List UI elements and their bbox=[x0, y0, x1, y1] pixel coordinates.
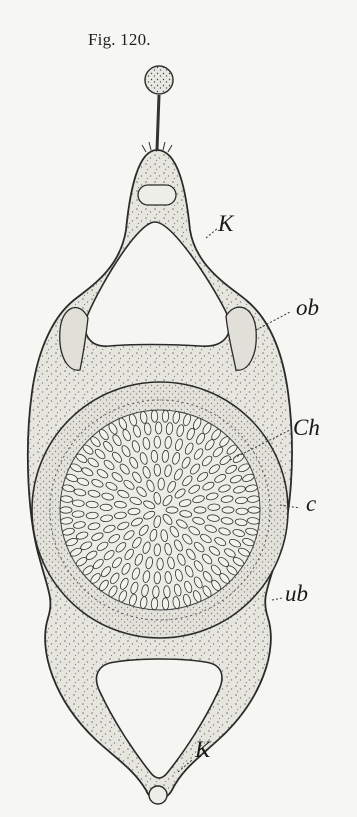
radial-cell bbox=[236, 508, 248, 515]
leader-k-top bbox=[206, 228, 218, 238]
radial-cell bbox=[194, 507, 206, 513]
radial-cell bbox=[154, 572, 161, 584]
label-k-lower: K bbox=[195, 738, 210, 761]
apical-vesicle bbox=[138, 185, 176, 205]
label-ob: ob bbox=[296, 296, 319, 319]
radial-cell bbox=[100, 504, 112, 511]
leader-ub bbox=[272, 598, 282, 600]
label-k-upper: K bbox=[218, 212, 233, 235]
label-c: c bbox=[306, 492, 316, 515]
radial-cell bbox=[155, 422, 162, 434]
radial-cell bbox=[222, 507, 234, 513]
label-ch: Ch bbox=[293, 416, 320, 439]
label-ub: ub bbox=[285, 582, 308, 605]
apical-knob bbox=[145, 66, 173, 150]
radial-cell bbox=[157, 558, 163, 570]
radial-cell bbox=[248, 507, 260, 513]
radial-cell bbox=[162, 598, 169, 610]
upper-cavity bbox=[85, 222, 229, 346]
radial-cell bbox=[128, 508, 140, 515]
radial-cell bbox=[151, 410, 158, 422]
radial-cell bbox=[208, 504, 220, 511]
radial-cell bbox=[60, 507, 72, 513]
radial-cell bbox=[151, 598, 158, 610]
radial-cell bbox=[154, 436, 161, 448]
radial-cell bbox=[152, 586, 159, 598]
radial-cell bbox=[72, 511, 84, 518]
radial-cell bbox=[162, 410, 169, 422]
radial-cell bbox=[158, 478, 165, 490]
basal-nucleus bbox=[149, 786, 167, 804]
radial-cell bbox=[166, 507, 178, 513]
